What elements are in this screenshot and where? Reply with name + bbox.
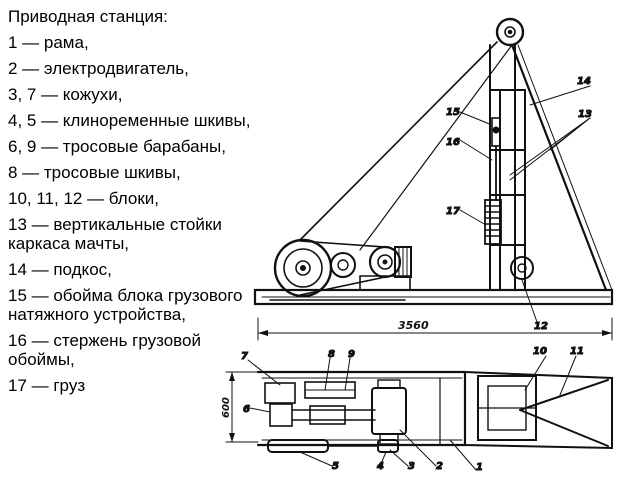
svg-text:11: 11 [570, 346, 584, 357]
legend-item: 1 — рама, [8, 33, 89, 52]
legend-item-text: 13 — вертикальные стойки каркаса мачты, [8, 215, 222, 253]
dimension-height-label: 600 [221, 397, 232, 418]
legend-item: 3, 7 — кожухи, [8, 85, 123, 104]
legend-title: Приводная станция: [8, 7, 168, 26]
legend-item-text: 16 — стержень грузовой обоймы, [8, 331, 201, 369]
svg-text:17: 17 [446, 206, 460, 217]
legend-item-text: 15 — обойма блока грузового натяжного ус… [8, 286, 243, 324]
cover-7 [264, 382, 296, 404]
legend-item: 8 — тросовые шкивы, [8, 163, 181, 182]
motor-plan [371, 387, 407, 435]
dimension-width [257, 317, 613, 341]
legend-item: 2 — электродвигатель, [8, 59, 189, 78]
dimension-height [225, 371, 259, 443]
svg-text:1: 1 [476, 462, 483, 473]
top-sheave [495, 17, 525, 47]
counter-weight [484, 199, 502, 245]
legend-item: 15 — обойма блока грузового натяжного ус… [8, 283, 308, 328]
shaft-housing [309, 405, 346, 425]
legend-item: 17 — груз [8, 376, 86, 395]
svg-text:12: 12 [534, 321, 548, 332]
frame-beam [253, 288, 614, 306]
svg-text:9: 9 [348, 349, 355, 360]
legend-item: 13 — вертикальные стойки каркаса мачты, [8, 212, 308, 257]
plan-triangle-frame [464, 370, 613, 450]
v-belt [299, 240, 386, 296]
rope-drum-6 [269, 403, 293, 427]
svg-text:15: 15 [446, 107, 460, 118]
lower-block [510, 256, 534, 280]
svg-text:5: 5 [332, 461, 339, 472]
small-pulley [330, 252, 356, 278]
svg-text:3: 3 [408, 461, 415, 472]
svg-text:6: 6 [243, 404, 250, 415]
svg-text:7: 7 [241, 351, 248, 362]
svg-text:10: 10 [533, 346, 547, 357]
legend-item: 10, 11, 12 — блоки, [8, 189, 159, 208]
cable-left [299, 41, 498, 241]
legend-item: 4, 5 — клиноременные шкивы, [8, 111, 251, 130]
side-view: 15 16 17 14 13 12 [253, 17, 614, 333]
dimension-width-label: 3560 [398, 319, 429, 332]
svg-text:8: 8 [328, 349, 335, 360]
svg-text:16: 16 [446, 137, 460, 148]
legend-item: 16 — стержень грузовой обоймы, [8, 328, 308, 373]
legend-item: 6, 9 — тросовые барабаны, [8, 137, 226, 156]
cable-right [359, 44, 513, 251]
svg-text:4: 4 [376, 461, 384, 472]
plan-view: 7 6 8 9 10 11 1 2 3 4 5 600 [221, 346, 613, 474]
brace [510, 43, 608, 292]
svg-text:13: 13 [578, 109, 592, 120]
legend: Приводная станция: 1 — рама, 2 — электро… [8, 4, 308, 399]
svg-text:2: 2 [436, 461, 443, 472]
legend-item: 14 — подкос, [8, 260, 112, 279]
svg-text:14: 14 [577, 76, 591, 87]
